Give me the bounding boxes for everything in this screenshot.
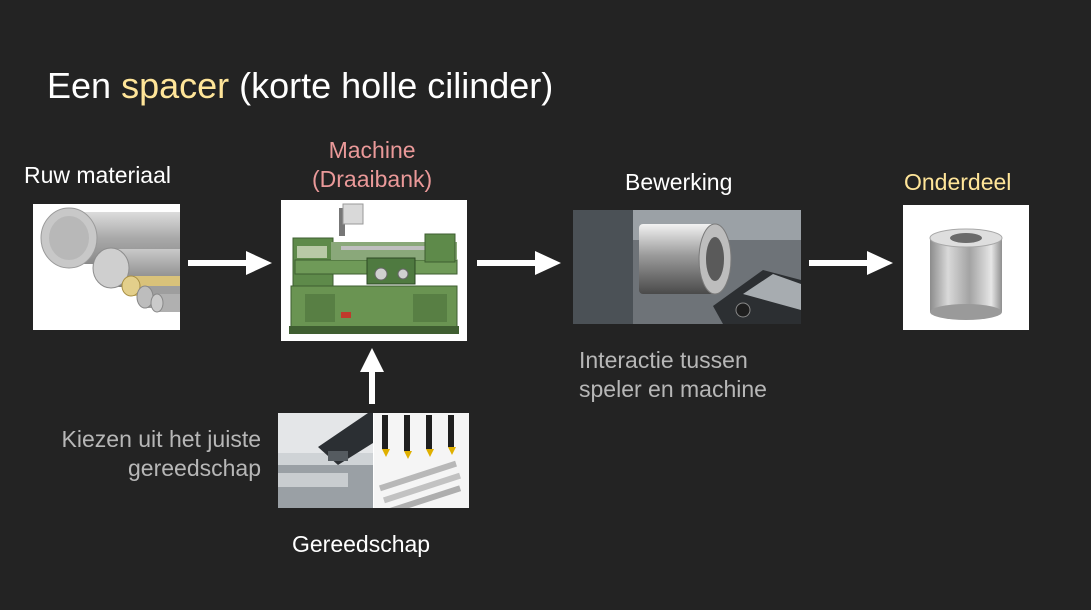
tooling-note-line1: Kiezen uit het juiste [61,426,261,452]
arrow-right-icon [477,251,561,275]
title-suffix: (korte holle cilinder) [229,65,554,106]
processing-label: Bewerking [625,169,733,195]
title-highlight: spacer [121,65,230,106]
machining-photo [573,210,801,324]
tooling-note: Kiezen uit het juiste gereedschap [36,425,261,483]
raw-material-photo [33,204,180,330]
lathe-photo [281,200,467,341]
machine-label: Machine (Draaibank) [312,136,432,194]
tooling-note-line2: gereedschap [128,455,261,481]
slide-title: Een spacer (korte holle cilinder) [47,64,553,108]
tooling-label: Gereedschap [292,531,431,557]
processing-note: Interactie tussen speler en machine [579,346,767,404]
arrow-right-icon [809,251,893,275]
spacer-part-photo [903,205,1029,330]
machine-label-line1: Machine [328,137,416,163]
arrow-up-icon [360,348,384,404]
title-prefix: Een [47,65,122,106]
processing-note-line1: Interactie tussen [579,347,748,373]
tooling-photo [278,413,469,508]
part-label: Onderdeel [904,169,1012,195]
machine-label-line2: (Draaibank) [312,166,433,192]
arrow-right-icon [188,251,272,275]
raw-material-label: Ruw materiaal [24,162,171,188]
processing-note-line2: speler en machine [579,376,767,402]
